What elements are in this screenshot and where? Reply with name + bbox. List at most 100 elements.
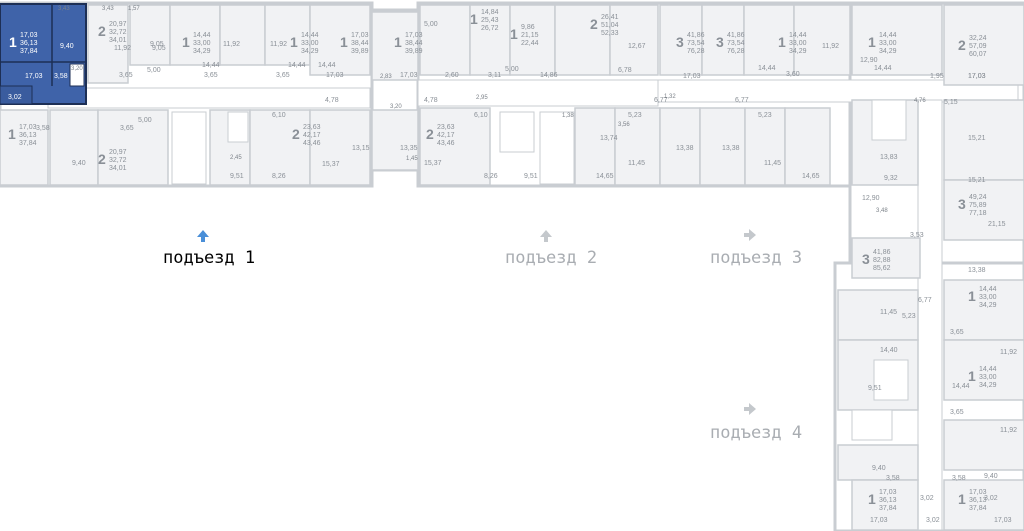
entrance-3-label: подъезд 3 — [710, 248, 803, 268]
room-area: 8,26 — [272, 173, 286, 180]
room-area: 9,51 — [524, 173, 538, 180]
room-area: 15,37 — [424, 160, 442, 167]
apartment-area-3: 37,84 — [969, 505, 987, 512]
selected-hall: 3,58 — [54, 73, 68, 80]
apartment-area-3: 76,28 — [727, 48, 745, 55]
apartment-area-2: 38,44 — [405, 40, 423, 47]
apartment-rooms: 2 — [590, 16, 598, 32]
apartment-area-1: 32,24 — [969, 35, 987, 42]
selected-area-2: 37,84 — [20, 48, 38, 55]
apartment-area-3: 85,62 — [873, 265, 891, 272]
selected-apartment[interactable]: 1 17,03 36,13 37,84 9,40 17,03 3,58 3,02… — [0, 3, 87, 105]
entrance-2-link[interactable]: подъезд 2 — [505, 248, 597, 268]
utility-area: 4,76 — [914, 98, 926, 104]
apartment-rooms: 3 — [862, 251, 870, 267]
entrance-4-label: подъезд 4 — [710, 423, 803, 443]
apartment-area-2: 25,43 — [481, 17, 499, 24]
entrance-2-label: подъезд 2 — [505, 248, 598, 268]
room-area: 3,58 — [36, 125, 50, 132]
apartment-rooms: 1 — [182, 34, 190, 50]
apartment-area-2: 51,04 — [601, 22, 619, 29]
room-area: 11,92 — [1000, 349, 1017, 356]
utility-area: 2,83 — [380, 74, 392, 80]
room-area: 15,21 — [968, 135, 986, 142]
entrance-3-link[interactable]: подъезд 3 — [710, 248, 802, 268]
room-area: 14,86 — [540, 72, 558, 79]
apartment-area-2: 38,44 — [351, 40, 369, 47]
apartment-rooms: 1 — [290, 34, 298, 50]
room-area: 14,44 — [758, 65, 776, 72]
selected-area-1: 36,13 — [20, 40, 38, 47]
room-area: 9,40 — [72, 160, 86, 167]
room-area: 3,65 — [204, 72, 218, 79]
entrance-1-link[interactable]: подъезд 1 — [163, 248, 255, 268]
apartment-area-3: 43,46 — [303, 140, 321, 147]
room-area: 1,95 — [930, 73, 944, 80]
room-area: 17,03 — [683, 73, 701, 80]
apartment-area-2: 73,54 — [727, 40, 745, 47]
room-area: 5,00 — [147, 67, 161, 74]
utility-area: 2,45 — [230, 155, 242, 161]
apartment-rooms: 1 — [470, 11, 478, 27]
apartment-area-3: 43,46 — [437, 140, 455, 147]
room-area: 17,03 — [870, 517, 888, 524]
apartment-area-3: 34,01 — [109, 165, 127, 172]
room-area: 3,65 — [276, 72, 290, 79]
room-area: 11,92 — [114, 45, 131, 52]
apartment-area-3: 34,29 — [789, 48, 807, 55]
utility-area: 3,43 — [102, 6, 114, 12]
room-area: 13,38 — [676, 145, 694, 152]
room-area: 3,02 — [926, 517, 940, 524]
room-area: 13,15 — [352, 145, 370, 152]
apartment-area-1: 17,03 — [969, 489, 987, 496]
selected-kitchen: 9,40 — [60, 43, 74, 50]
apartment-area-2: 36,13 — [969, 497, 987, 504]
room-area: 3,65 — [120, 125, 134, 132]
room-area: 5,00 — [505, 66, 519, 73]
apartment-rooms: 1 — [340, 34, 348, 50]
room-area: 14,65 — [802, 173, 820, 180]
room-area: 9,51 — [868, 385, 882, 392]
apartment-area-2: 42,17 — [437, 132, 455, 139]
room-area: 6,77 — [735, 97, 749, 104]
room-area: 12,90 — [860, 57, 878, 64]
entrance-4-link[interactable]: подъезд 4 — [710, 423, 802, 443]
room-area: 8,26 — [484, 173, 498, 180]
apartment-rooms: 1 — [968, 288, 976, 304]
room-area: 11,45 — [764, 160, 781, 167]
apartment-area-1: 41,86 — [727, 32, 745, 39]
apartment-area-2: 57,09 — [969, 43, 987, 50]
selected-bath: 3,20 — [71, 66, 83, 72]
room-area: 12,67 — [628, 43, 646, 50]
utility-area: 1,45 — [406, 156, 418, 162]
apartment-area-3: 34,29 — [301, 48, 319, 55]
room-area: 13,38 — [968, 267, 986, 274]
apartment-area-3: 34,29 — [193, 48, 211, 55]
